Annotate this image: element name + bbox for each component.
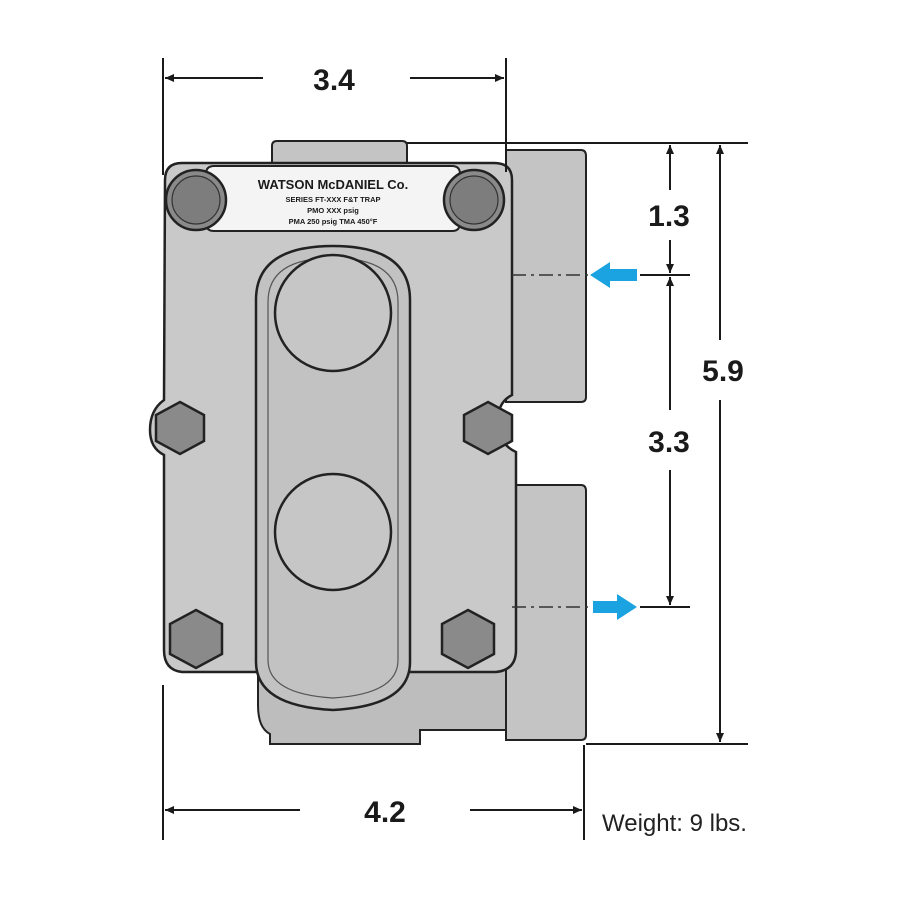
dimension-overall-height: 5.9 (702, 355, 744, 388)
top-cap (271, 140, 408, 164)
bolt-bottom-left (168, 608, 224, 670)
bolt-mid-right (462, 400, 514, 456)
dimension-lines (162, 58, 748, 840)
dimension-port-spacing: 3.3 (648, 426, 690, 459)
right-arrow-icon (593, 594, 637, 620)
bolt-mid-left (154, 400, 206, 456)
float-housing-inner-edge (267, 257, 399, 699)
nameplate-line1: WATSON McDANIEL Co. (258, 177, 408, 192)
weight-label: Weight: 9 lbs. (602, 810, 747, 837)
nameplate-line3: PMO XXX psig (307, 206, 359, 215)
dimension-top-width: 3.4 (313, 64, 355, 97)
trap-body (148, 140, 587, 745)
bolt-top-right (442, 168, 506, 232)
upper-cap-circle (273, 253, 393, 373)
bolt-bottom-right (440, 608, 496, 670)
lower-cap-circle (273, 472, 393, 592)
nameplate-text: WATSON McDANIEL Co. SERIES FT-XXX F&T TR… (258, 177, 408, 226)
dimension-bottom-width: 4.2 (364, 796, 406, 829)
nameplate-line4: PMA 250 psig TMA 450°F (289, 217, 378, 226)
left-arrow-icon (590, 262, 637, 288)
dimension-inlet-offset: 1.3 (648, 200, 690, 233)
bolt-top-left (164, 168, 228, 232)
nameplate-line2: SERIES FT-XXX F&T TRAP (285, 195, 380, 204)
outlet-port-boss (505, 484, 587, 741)
inlet-port-boss (505, 149, 587, 403)
